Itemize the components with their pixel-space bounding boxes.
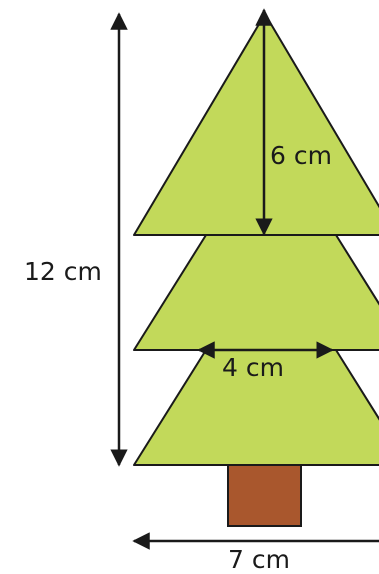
tree-top-triangle xyxy=(133,13,379,236)
middle-width-label: 4 cm xyxy=(222,353,284,382)
tree-trunk xyxy=(227,464,302,527)
top-triangle-height-label: 6 cm xyxy=(270,141,332,170)
total-height-label: 12 cm xyxy=(24,257,102,286)
tree-middle-tier xyxy=(133,234,379,351)
base-width-label: 7 cm xyxy=(228,545,290,574)
